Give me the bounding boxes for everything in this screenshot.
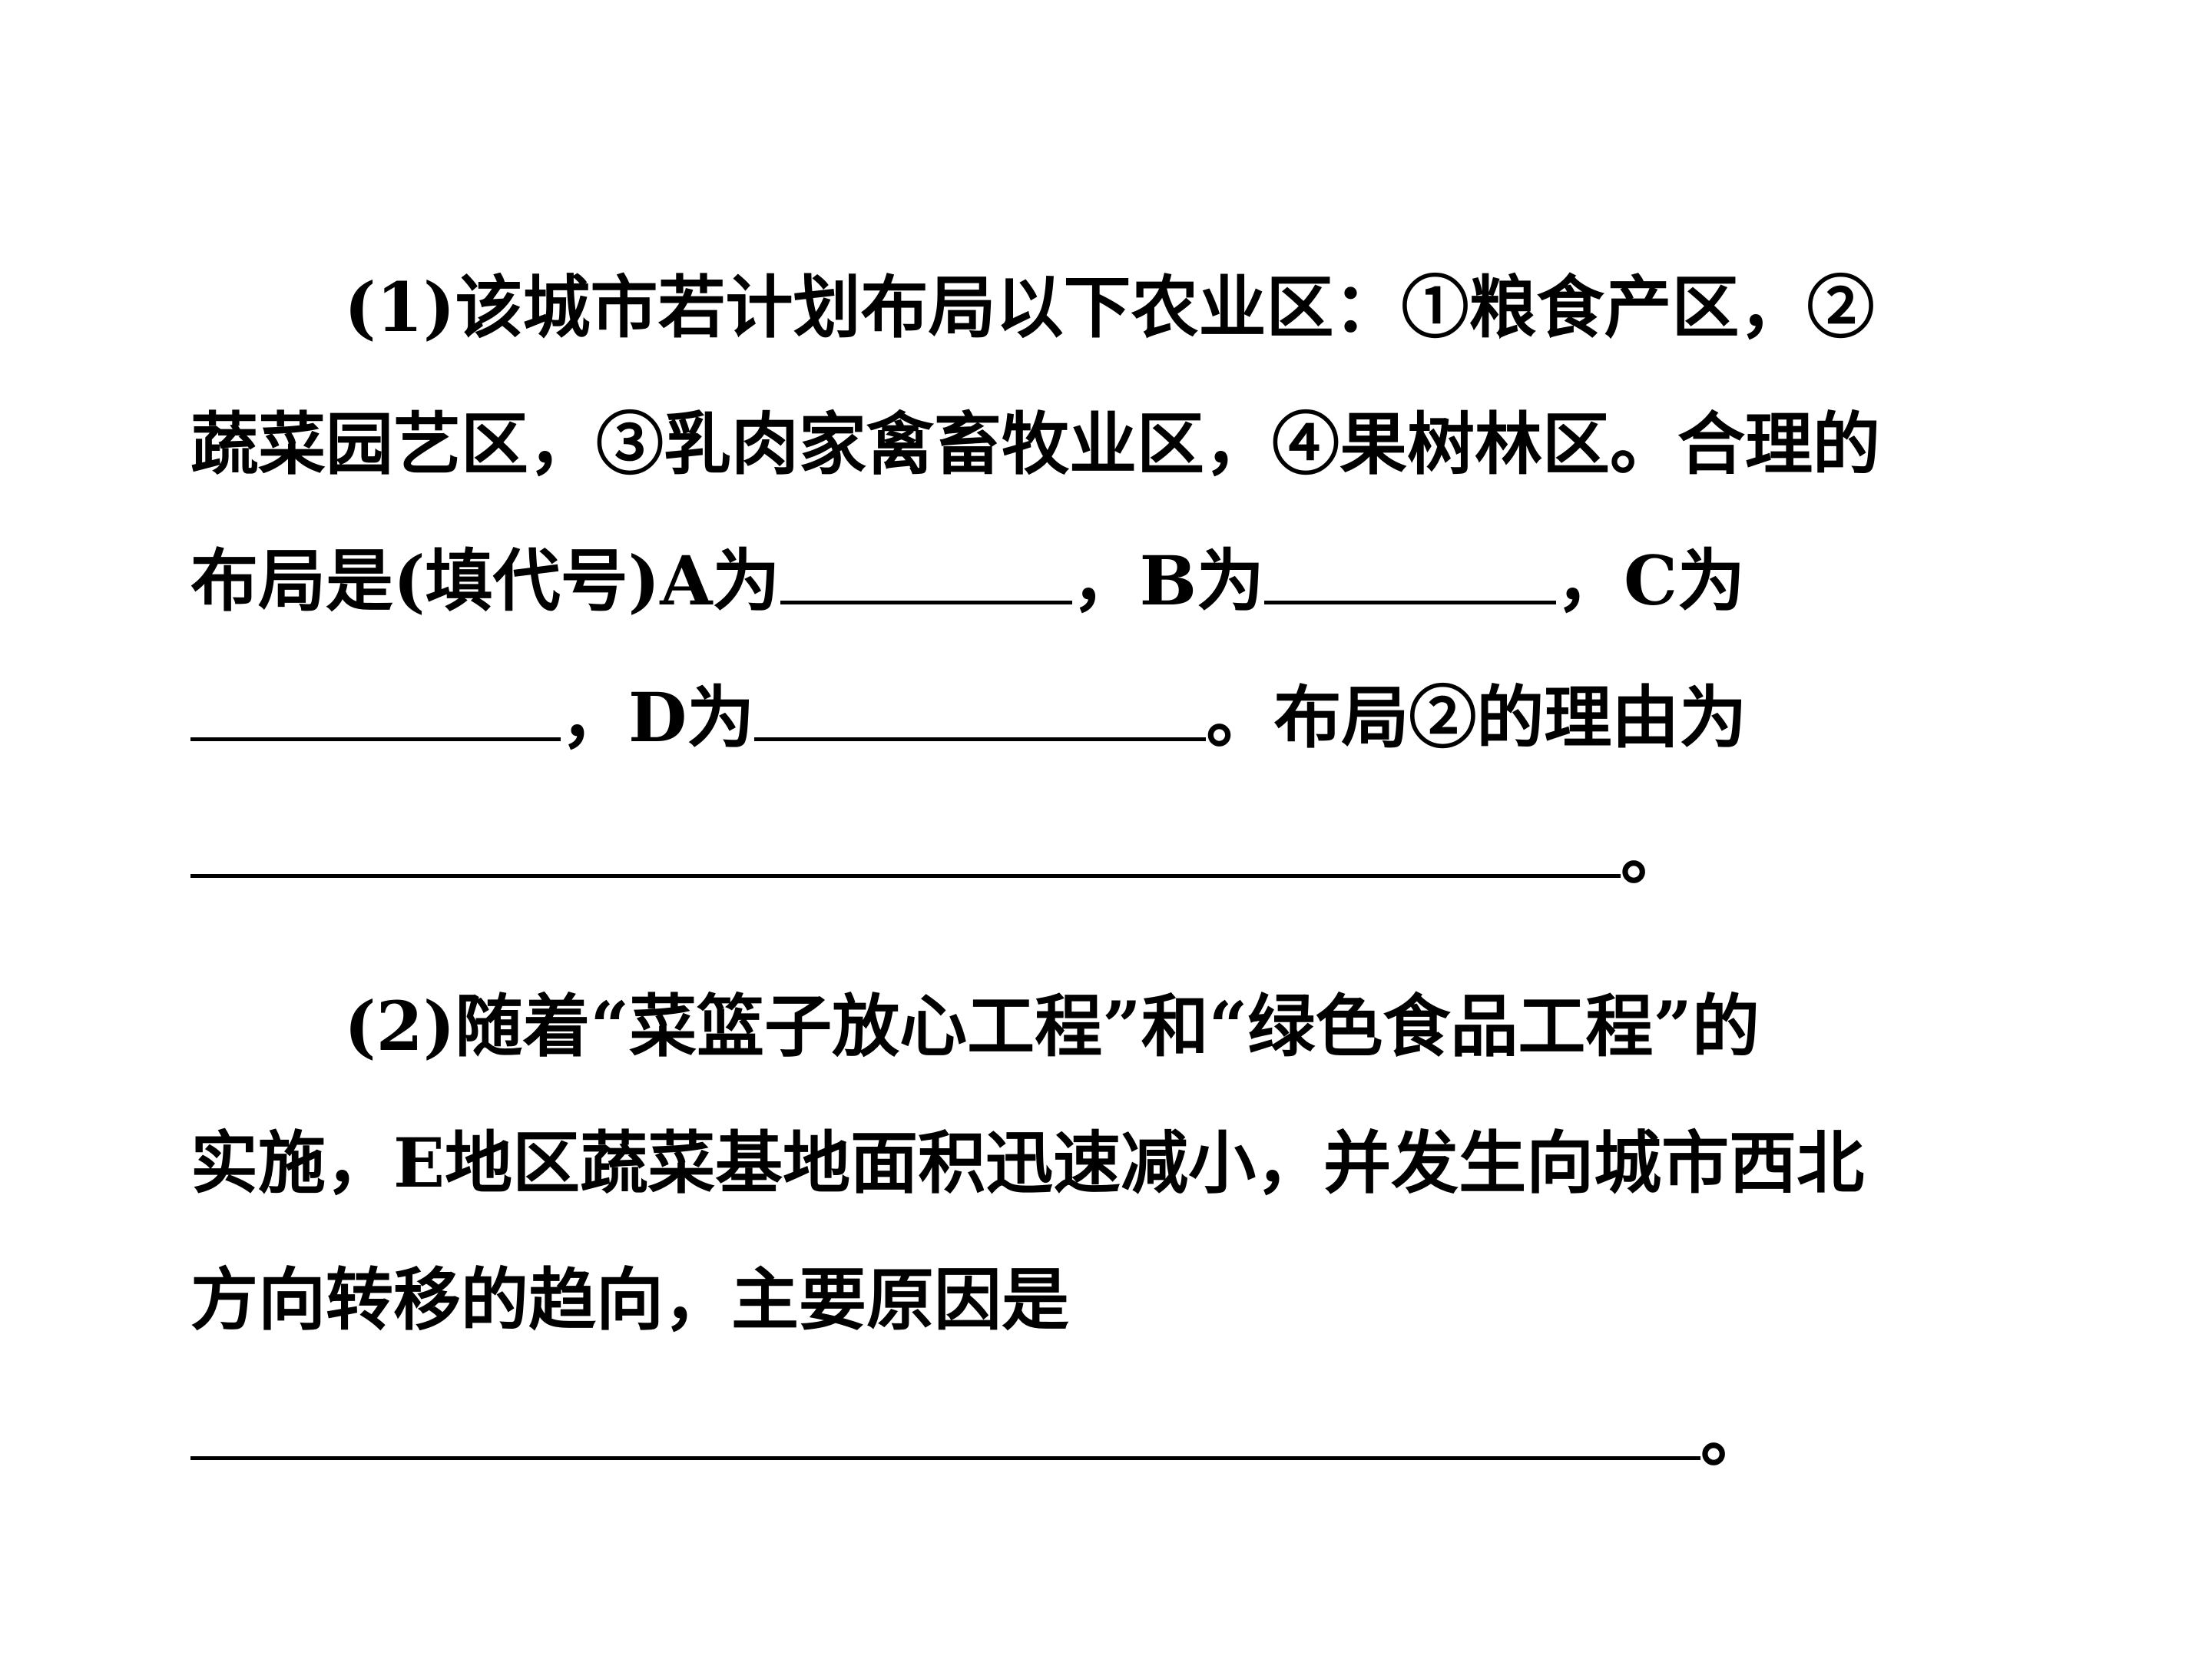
q2-question-text: 方向转移的趋向，主要原因是 (190, 1260, 1070, 1339)
q2-line-4: 。 (190, 1390, 1768, 1482)
q2-line-1: (2)随着“菜篮子放心工程”和“绿色食品工程”的 (344, 980, 1760, 1072)
answer-blank-b[interactable] (1263, 538, 1556, 604)
q1-line-3: 布局是(填代号)A为 ，B为 ，C为 (190, 535, 1745, 627)
answer-blank-c[interactable] (190, 674, 561, 741)
q1-line-2: 蔬菜园艺区，③乳肉家禽畜牧业区，④果树林区。合理的 (190, 398, 1880, 490)
q1-options-text: 蔬菜园艺区，③乳肉家禽畜牧业区，④果树林区。合理的 (190, 404, 1881, 484)
q1-period: 。 (1621, 814, 1689, 894)
q1-line-5: 。 (190, 808, 1688, 900)
q1-layout-prefix: 布局是(填代号)A为 (190, 541, 780, 621)
q1-line-4: ，D为 。布局②的理由为 (190, 671, 1747, 763)
answer-blank-reason[interactable] (190, 811, 1621, 878)
q1-label-b: ，B为 (1071, 541, 1264, 621)
q1-reason-prompt: 。布局②的理由为 (1206, 677, 1747, 757)
q2-period: 。 (1700, 1396, 1769, 1476)
q2-context-text: 实施，E地区蔬菜基地面积迅速减小，并发生向城市西北 (190, 1123, 1865, 1203)
q2-intro-text: (2)随着“菜篮子放心工程”和“绿色食品工程”的 (344, 986, 1760, 1066)
q2-line-3: 方向转移的趋向，主要原因是 (190, 1253, 1069, 1346)
answer-blank-cause[interactable] (190, 1393, 1700, 1460)
q2-line-2: 实施，E地区蔬菜基地面积迅速减小，并发生向城市西北 (190, 1117, 1864, 1209)
q1-label-c: ，C为 (1555, 541, 1745, 621)
q1-label-d: ，D为 (561, 677, 755, 757)
answer-blank-a[interactable] (780, 538, 1072, 604)
answer-blank-d[interactable] (754, 674, 1207, 741)
q1-intro-text: (1)该城市若计划布局以下农业区：①粮食产区，② (344, 267, 1875, 347)
q1-line-1: (1)该城市若计划布局以下农业区：①粮食产区，② (344, 261, 1875, 353)
